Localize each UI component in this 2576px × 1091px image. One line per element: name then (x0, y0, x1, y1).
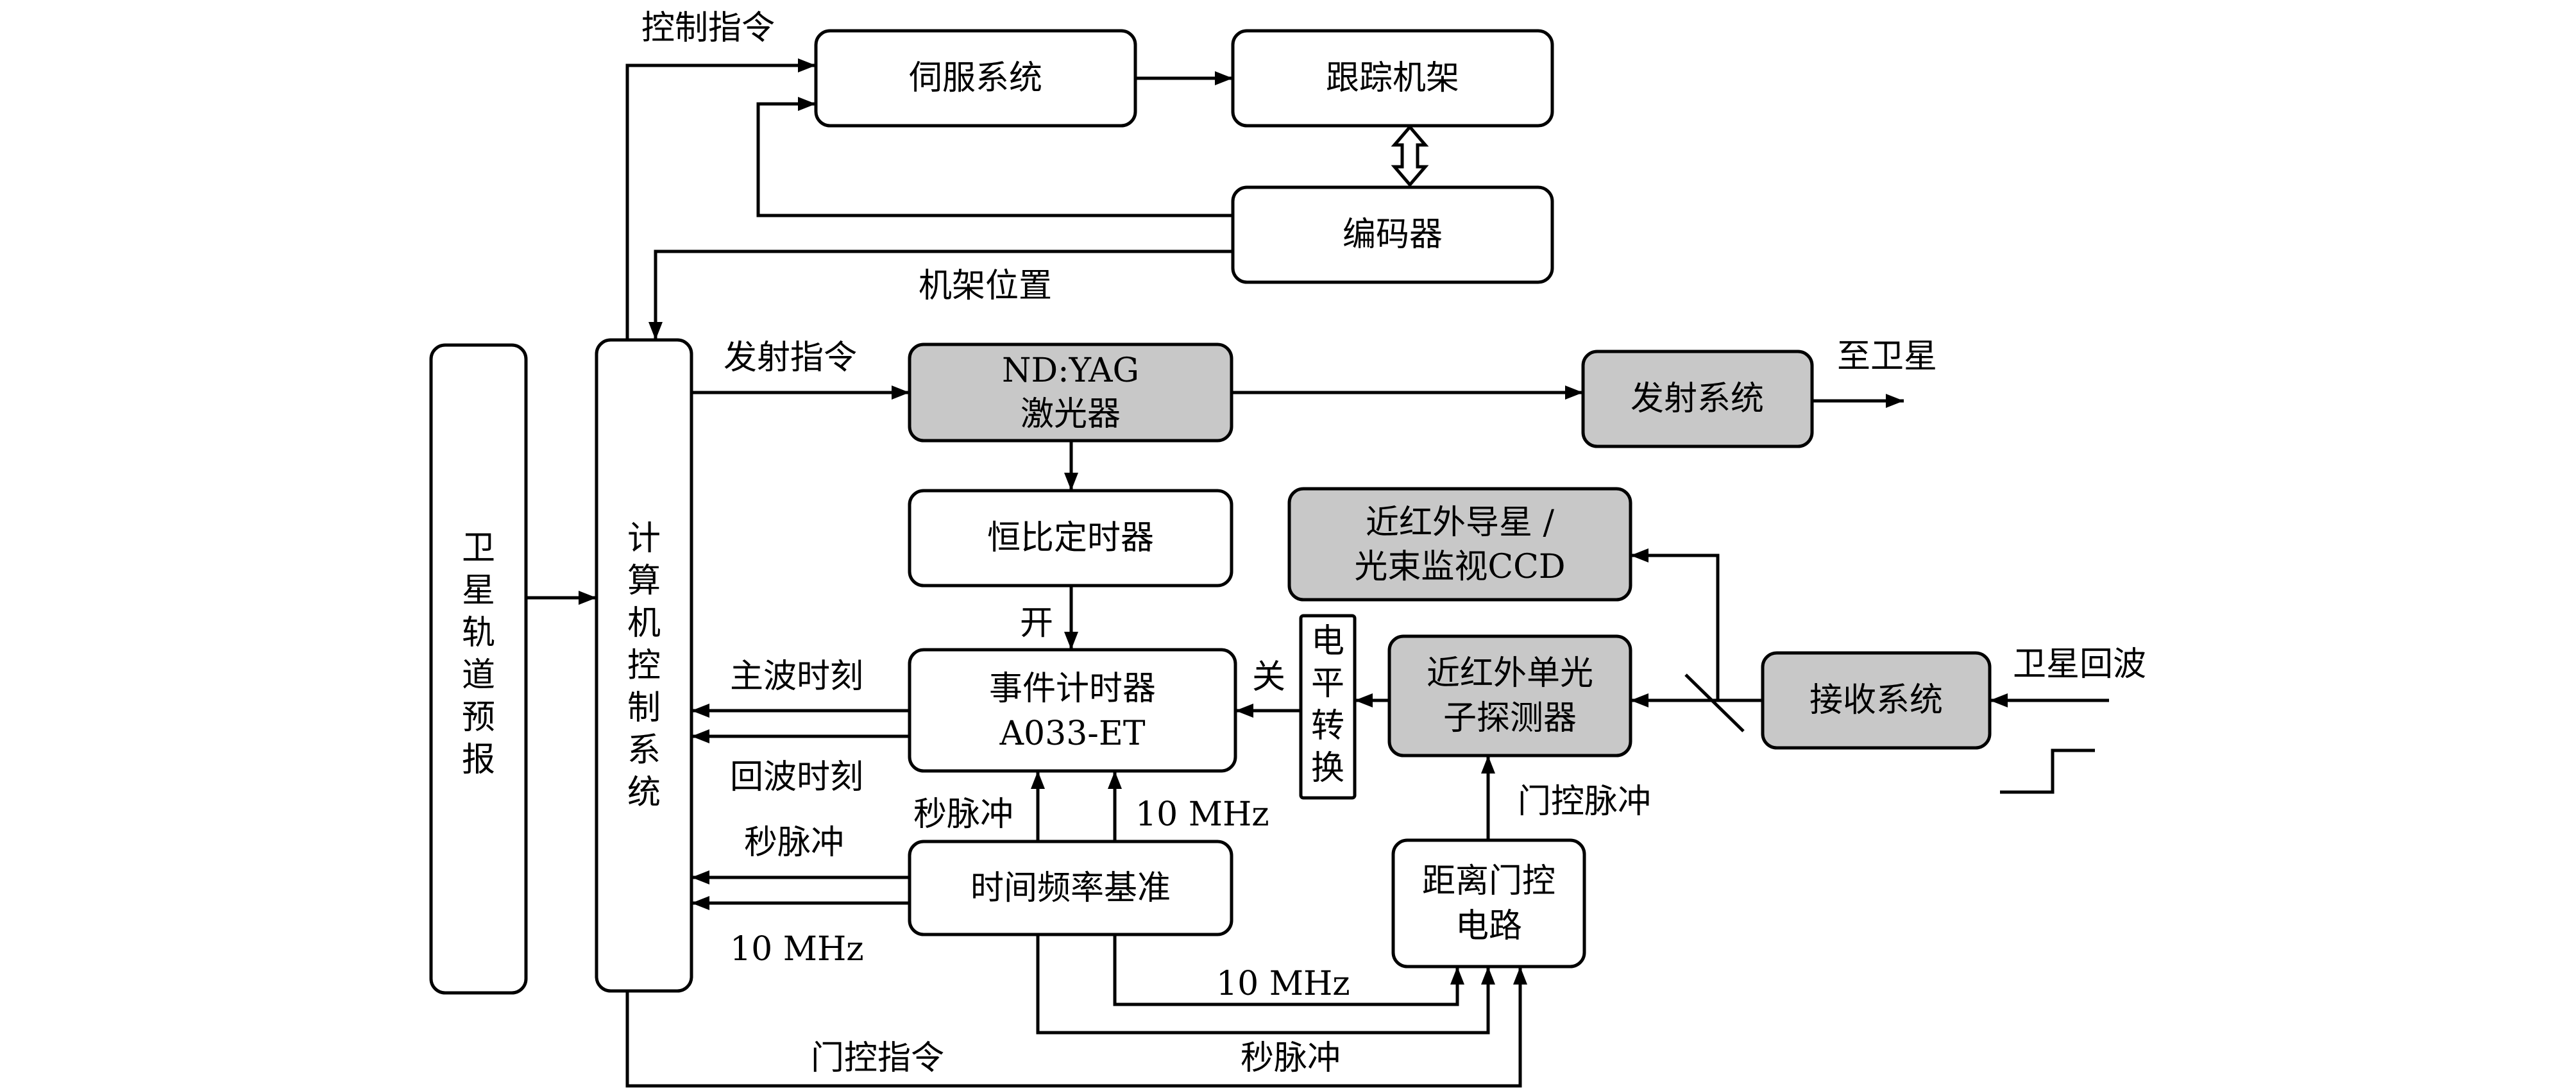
arrow-mount-position (648, 249, 1233, 340)
computer-control-label-char: 控 (627, 647, 661, 685)
arrow-splitter-to-ccd (1631, 548, 1720, 700)
receive-system-block: 接收系统 (1761, 651, 1992, 750)
pps-left-label: 秒脉冲 (744, 824, 844, 862)
orbit-forecast-label-char: 卫 (462, 529, 495, 568)
encoder-block: 编码器 (1231, 185, 1554, 284)
nir-spad-label-2: 子探测器 (1443, 699, 1577, 738)
range-gate-label-1: 距离门控 (1422, 862, 1555, 901)
gate-pulse-label: 门控脉冲 (1518, 782, 1651, 821)
nir-spad-label-1: 近红外单光 (1427, 654, 1593, 693)
connectors (526, 58, 2109, 1088)
range-gate-block: 距离门控 电路 (1391, 838, 1586, 968)
double-arrow-mount-encoder (1391, 124, 1429, 187)
to-satellite-label: 至卫星 (1837, 337, 1937, 376)
gate-cmd-label: 门控指令 (811, 1039, 944, 1078)
mount-position-label: 机架位置 (919, 267, 1052, 305)
control-cmd-label: 控制指令 (641, 9, 775, 47)
computer-control-label-char: 系 (627, 731, 661, 770)
level-conv-label-char: 电 (1311, 622, 1344, 661)
fire-cmd-label: 发射指令 (724, 339, 857, 377)
servo-block: 伺服系统 (814, 29, 1137, 128)
computer-control-label-char: 机 (627, 604, 661, 643)
range-gate-label-2: 电路 (1455, 907, 1522, 945)
nir-ccd-block: 近红外导星 / 光束监视CCD (1287, 487, 1632, 602)
transmit-system-block: 发射系统 (1581, 350, 1814, 448)
signal-labels: 控制指令 机架位置 发射指令 至卫星 开 关 主波时刻 回波时刻 秒脉冲 10 … (641, 9, 2146, 1078)
arrow-control-cmd (625, 58, 816, 340)
step-signal-symbol (2000, 748, 2095, 794)
laser-label-2: 激光器 (1021, 395, 1121, 434)
orbit-forecast-label-char: 轨 (462, 614, 495, 652)
computer-control-label-char: 算 (627, 562, 661, 600)
mhz-bottom-label: 10 MHz (1216, 965, 1350, 1003)
pps-bottom-label: 秒脉冲 (1241, 1039, 1341, 1078)
nir-ccd-label-2: 光束监视CCD (1354, 548, 1565, 586)
computer-control-label-char: 计 (627, 520, 661, 558)
orbit-forecast-label-char: 报 (462, 741, 495, 779)
arrow-mhz-bottom (1113, 935, 1464, 1006)
arrow-gate-cmd (625, 967, 1527, 1088)
orbit-forecast-label-char: 预 (462, 698, 495, 737)
event-timer-label-2: A033-ET (999, 715, 1145, 753)
time-freq-ref-label: 时间频率基准 (970, 869, 1171, 908)
mhz-left-label: 10 MHz (730, 930, 864, 968)
satellite-echo-label: 卫星回波 (2013, 645, 2146, 684)
event-timer-block: 事件计时器 A033-ET (908, 648, 1237, 773)
computer-control-label-char: 制 (627, 689, 661, 727)
orbit-forecast-label-char: 星 (462, 571, 495, 610)
mhz-up-label: 10 MHz (1135, 795, 1269, 834)
echo-time-label: 回波时刻 (730, 758, 863, 797)
tracking-mount-label: 跟踪机架 (1326, 59, 1459, 97)
cfd-label: 恒比定时器 (987, 519, 1154, 557)
laser-label-1: ND:YAG (1002, 351, 1139, 390)
transmit-system-label: 发射系统 (1631, 380, 1764, 418)
laser-block: ND:YAG 激光器 (908, 343, 1233, 443)
receive-system-label: 接收系统 (1809, 681, 1943, 720)
cfd-block: 恒比定时器 (908, 489, 1233, 588)
servo-label: 伺服系统 (909, 59, 1042, 97)
pps-up-label: 秒脉冲 (913, 795, 1013, 834)
nir-spad-block: 近红外单光 子探测器 (1387, 634, 1632, 757)
event-timer-label-1: 事件计时器 (989, 670, 1156, 708)
close-label: 关 (1252, 658, 1285, 697)
tracking-mount-block: 跟踪机架 (1231, 29, 1554, 128)
level-conv-label-char: 换 (1311, 749, 1344, 788)
nir-ccd-label-1: 近红外导星 / (1366, 503, 1555, 542)
orbit-forecast-label-char: 道 (462, 656, 495, 695)
level-conv-label-char: 平 (1311, 664, 1344, 703)
main-pulse-time-label: 主波时刻 (730, 657, 863, 696)
beam-splitter (1684, 673, 1745, 732)
computer-control-label-char: 统 (627, 774, 661, 812)
time-freq-ref-block: 时间频率基准 (908, 840, 1233, 936)
encoder-label: 编码器 (1343, 216, 1443, 254)
level-conv-label-char: 转 (1311, 707, 1344, 745)
arrow-pps-bottom (1036, 935, 1495, 1035)
open-label: 开 (1020, 604, 1053, 643)
arrow-encoder-to-servo (756, 97, 1233, 217)
